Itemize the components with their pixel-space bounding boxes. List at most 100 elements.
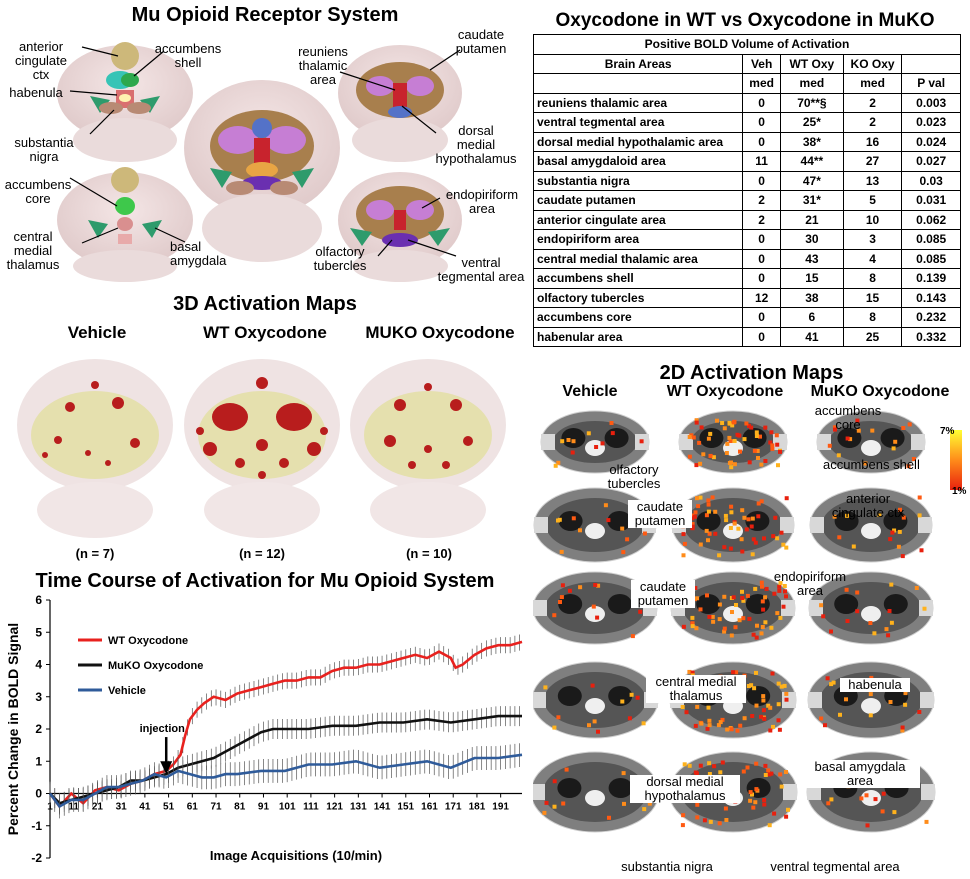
slice-dark — [557, 778, 582, 798]
slice-patch — [534, 517, 548, 533]
activation-voxel — [690, 624, 695, 629]
activation-voxel — [621, 550, 626, 555]
activation-voxel — [710, 495, 715, 500]
slice-dark — [608, 686, 633, 706]
activation-voxel — [699, 425, 704, 430]
activation-voxel — [552, 725, 557, 730]
table-cell-value: 4 — [842, 248, 903, 269]
activation-voxel — [691, 435, 696, 440]
activation-voxel — [560, 583, 565, 588]
slice-dark — [557, 686, 582, 706]
activation-voxel — [777, 584, 782, 589]
table-cell-value: 12 — [742, 287, 781, 308]
activation-voxel — [746, 517, 751, 522]
activation-voxel — [753, 540, 758, 545]
table-cell-value: 0.031 — [901, 190, 961, 211]
table-cell-value: 38* — [779, 131, 844, 152]
heat-scale-min: 1% — [952, 486, 967, 497]
activation-voxel — [784, 814, 789, 819]
activation-voxel — [777, 588, 782, 593]
activation-voxel — [768, 440, 773, 445]
activation-voxel — [690, 621, 695, 626]
activation-voxel — [761, 607, 766, 612]
activation-voxel — [706, 498, 711, 503]
activation-voxel — [742, 515, 747, 520]
table-caption: Positive BOLD Volume of Activation — [533, 34, 961, 55]
activation-voxel — [722, 626, 727, 631]
timecourse-title: Time Course of Activation for Mu Opioid … — [35, 570, 495, 592]
slice-dark — [558, 594, 583, 614]
activation-voxel — [693, 723, 698, 728]
activation-voxel — [770, 443, 775, 448]
activation-voxel — [775, 611, 780, 616]
activation-voxel — [775, 536, 780, 541]
activation-voxel — [845, 619, 850, 623]
table-cell-value: 0.085 — [901, 229, 961, 250]
table-cell-value: 0.332 — [901, 326, 961, 347]
activation-voxel — [681, 624, 686, 629]
activation-voxel — [695, 704, 700, 709]
activation-voxel — [738, 723, 743, 728]
maps2d-title: 2D Activation Maps — [659, 362, 844, 384]
table-header-pval-empty — [901, 53, 961, 74]
activation-voxel — [723, 513, 728, 518]
activation-voxel — [607, 815, 611, 820]
activation-voxel — [750, 552, 755, 557]
activation-voxel — [731, 595, 736, 600]
activation-voxel — [722, 594, 727, 599]
activation-voxel — [733, 625, 738, 630]
slice-light — [585, 790, 605, 806]
table-cell-value: 16 — [842, 131, 903, 152]
slice-patch — [921, 784, 935, 800]
activation-voxel — [826, 801, 831, 806]
activation-voxel — [773, 515, 778, 520]
activation-voxel — [779, 530, 784, 535]
activation-voxel — [699, 721, 704, 726]
slice-patch — [533, 784, 545, 800]
activation-voxel — [736, 526, 741, 531]
table-cell-value: 0.139 — [901, 268, 961, 289]
activation-voxel — [897, 529, 902, 534]
activation-voxel — [760, 599, 765, 604]
activation-voxel — [763, 595, 768, 600]
maps2d-col-wt: WT Oxycodone — [666, 383, 784, 400]
table-subheader-1: med — [742, 73, 781, 94]
legend-label: WT Oxycodone — [108, 635, 188, 647]
activation-voxel — [747, 616, 752, 621]
x-tick-label: 101 — [279, 802, 296, 813]
activation-voxel — [884, 627, 889, 632]
x-tick-label: 41 — [139, 802, 151, 813]
activation-voxel — [779, 684, 784, 689]
activation-voxel — [694, 463, 699, 468]
activation-voxel — [907, 422, 912, 427]
activation-voxel — [748, 790, 753, 795]
activation-voxel — [855, 609, 860, 614]
activation-voxel — [732, 439, 737, 443]
activation-voxel — [687, 435, 692, 439]
activation-voxel — [763, 425, 768, 430]
activation-voxel — [751, 805, 756, 810]
activation-voxel — [682, 762, 687, 767]
activation-voxel — [704, 528, 709, 533]
activation-voxel — [578, 585, 583, 590]
activation-voxel — [771, 534, 776, 539]
activation-voxel — [735, 728, 740, 733]
activation-voxel — [877, 512, 882, 517]
activation-voxel — [763, 773, 768, 777]
activation-voxel — [635, 695, 640, 700]
activation-voxel — [917, 495, 922, 500]
activation-voxel — [748, 798, 753, 803]
activation-voxel — [681, 553, 686, 558]
activation-voxel — [712, 764, 717, 769]
activation-voxel — [759, 631, 764, 636]
